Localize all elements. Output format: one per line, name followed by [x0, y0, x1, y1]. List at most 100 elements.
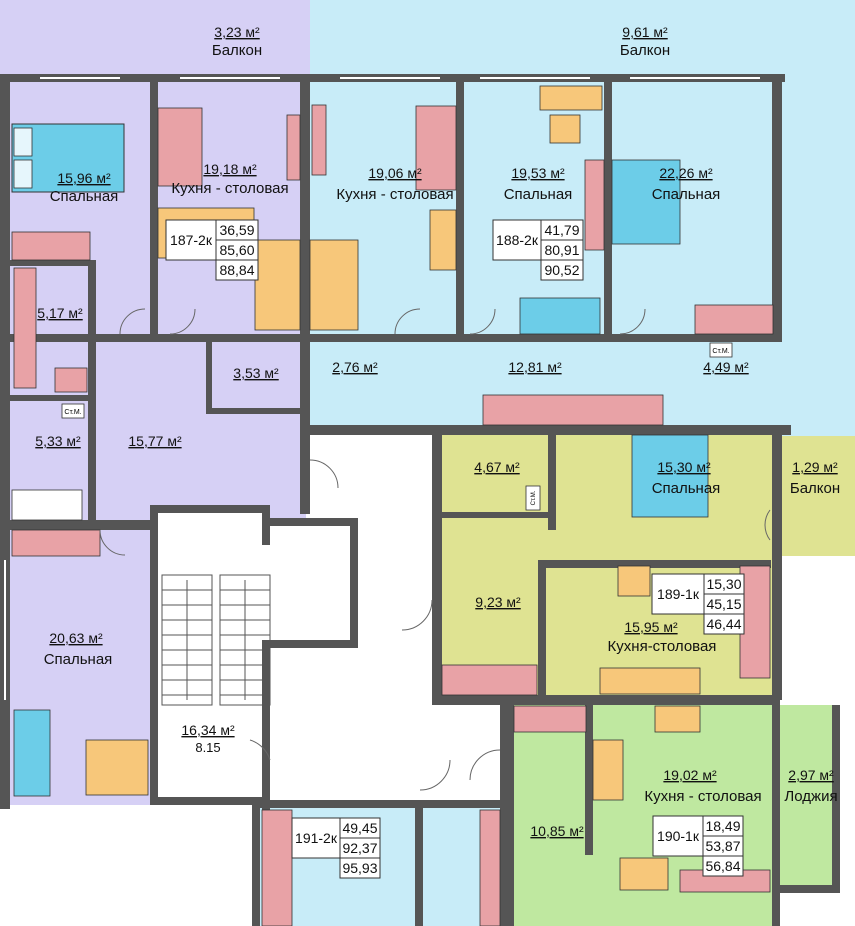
area-label: 2,76 м²: [332, 359, 378, 375]
wall: [262, 640, 270, 810]
wardrobe: [584, 159, 605, 251]
apt-value: 92,37: [342, 840, 377, 856]
wall: [262, 505, 270, 545]
apt-info-190: 190-1к 18,49 53,87 56,84: [652, 815, 744, 877]
room-name: Балкон: [212, 42, 262, 59]
wall: [270, 518, 358, 526]
area-label: 12,81 м²: [508, 359, 562, 375]
wall: [10, 334, 306, 342]
table: [617, 565, 651, 597]
pillow: [13, 127, 33, 157]
walls: [0, 74, 840, 926]
wall: [150, 505, 270, 513]
room-name: Кухня-столовая: [608, 638, 717, 655]
room-name: Балкон: [620, 42, 670, 59]
area-label: 19,53 м²: [511, 165, 565, 181]
wall: [538, 560, 546, 700]
wall: [604, 74, 612, 336]
room-name: Кухня - столовая: [171, 180, 288, 197]
wall: [10, 520, 152, 530]
room-name: Лоджия: [784, 788, 837, 805]
bed: [631, 434, 709, 518]
desk: [85, 739, 149, 796]
wall: [10, 260, 95, 266]
wall: [206, 338, 212, 413]
desk: [539, 85, 603, 111]
bed: [519, 297, 601, 335]
apt-value: 85,60: [219, 242, 254, 258]
area-label: 19,02 м²: [663, 767, 717, 783]
area-label: 15,30 м²: [657, 459, 711, 475]
balcony-1-29-fill: [782, 436, 855, 556]
sofa: [415, 105, 457, 191]
apt-value: 95,93: [342, 860, 377, 876]
wall: [432, 695, 780, 705]
wall: [88, 260, 96, 525]
apt-value: 18,49: [705, 818, 740, 834]
apt-value: 36,59: [219, 222, 254, 238]
stairs: [161, 574, 271, 706]
wall: [415, 800, 423, 926]
area-label: 9,61 м²: [622, 24, 668, 40]
wall: [252, 800, 500, 808]
room-name: Спальная: [44, 651, 113, 668]
wall: [432, 425, 442, 705]
wardrobe: [441, 664, 538, 696]
wardrobe: [694, 304, 774, 335]
room-name: Спальная: [652, 186, 721, 203]
area-label: 15,77 м²: [128, 433, 182, 449]
apt-value: 53,87: [705, 838, 740, 854]
room-name: Кухня - столовая: [644, 788, 761, 805]
area-label: 3,23 м²: [214, 24, 260, 40]
wall: [546, 560, 771, 568]
room-code: 8.15: [195, 740, 220, 755]
wardrobe: [479, 809, 501, 926]
stair-fill: [152, 505, 270, 800]
doors: [99, 308, 771, 791]
wardrobe: [11, 529, 101, 557]
pillow: [13, 159, 33, 189]
area-label: 16,34 м²: [181, 722, 235, 738]
area-label: 22,26 м²: [659, 165, 713, 181]
shaft-label: Ст.М.: [64, 409, 81, 416]
area-label: 1,29 м²: [792, 459, 838, 475]
wall: [548, 430, 556, 530]
apt-value: 45,15: [706, 596, 741, 612]
wall: [780, 885, 840, 893]
wall: [772, 705, 780, 926]
wall: [350, 518, 358, 648]
wardrobe: [513, 705, 587, 733]
area-label: 3,53 м²: [233, 365, 279, 381]
wall: [585, 705, 593, 855]
apt-value: 15,30: [706, 576, 741, 592]
wall: [206, 408, 306, 414]
area-label: 5,33 м²: [35, 433, 81, 449]
wall: [772, 430, 782, 700]
apt-id: 187-2к: [170, 232, 213, 248]
kitchen-counter: [309, 239, 359, 331]
apt-value: 80,91: [544, 242, 579, 258]
balcony-left-fill: [0, 0, 310, 74]
wall: [150, 505, 158, 805]
wall: [442, 512, 552, 518]
apt-value: 88,84: [219, 262, 254, 278]
wardrobe: [11, 231, 91, 261]
table: [429, 209, 457, 271]
apt-id: 189-1к: [657, 586, 700, 602]
box: [54, 367, 88, 393]
bed: [13, 709, 51, 797]
area-label: 2,97 м²: [788, 767, 834, 783]
wall: [456, 74, 464, 336]
wardrobe: [482, 394, 664, 426]
apt-id: 190-1к: [657, 828, 700, 844]
apt-id: 191-2к: [295, 830, 338, 846]
right-strip-fill: [780, 74, 855, 436]
apt-info-189: 189-1к 15,30 45,15 46,44: [651, 573, 745, 635]
sofa: [157, 107, 203, 187]
shaft-label: Ст.М.: [712, 348, 729, 355]
apt-value: 90,52: [544, 262, 579, 278]
area-label: 5,17 м²: [37, 305, 83, 321]
apt-value: 46,44: [706, 616, 741, 632]
wall: [10, 395, 95, 401]
